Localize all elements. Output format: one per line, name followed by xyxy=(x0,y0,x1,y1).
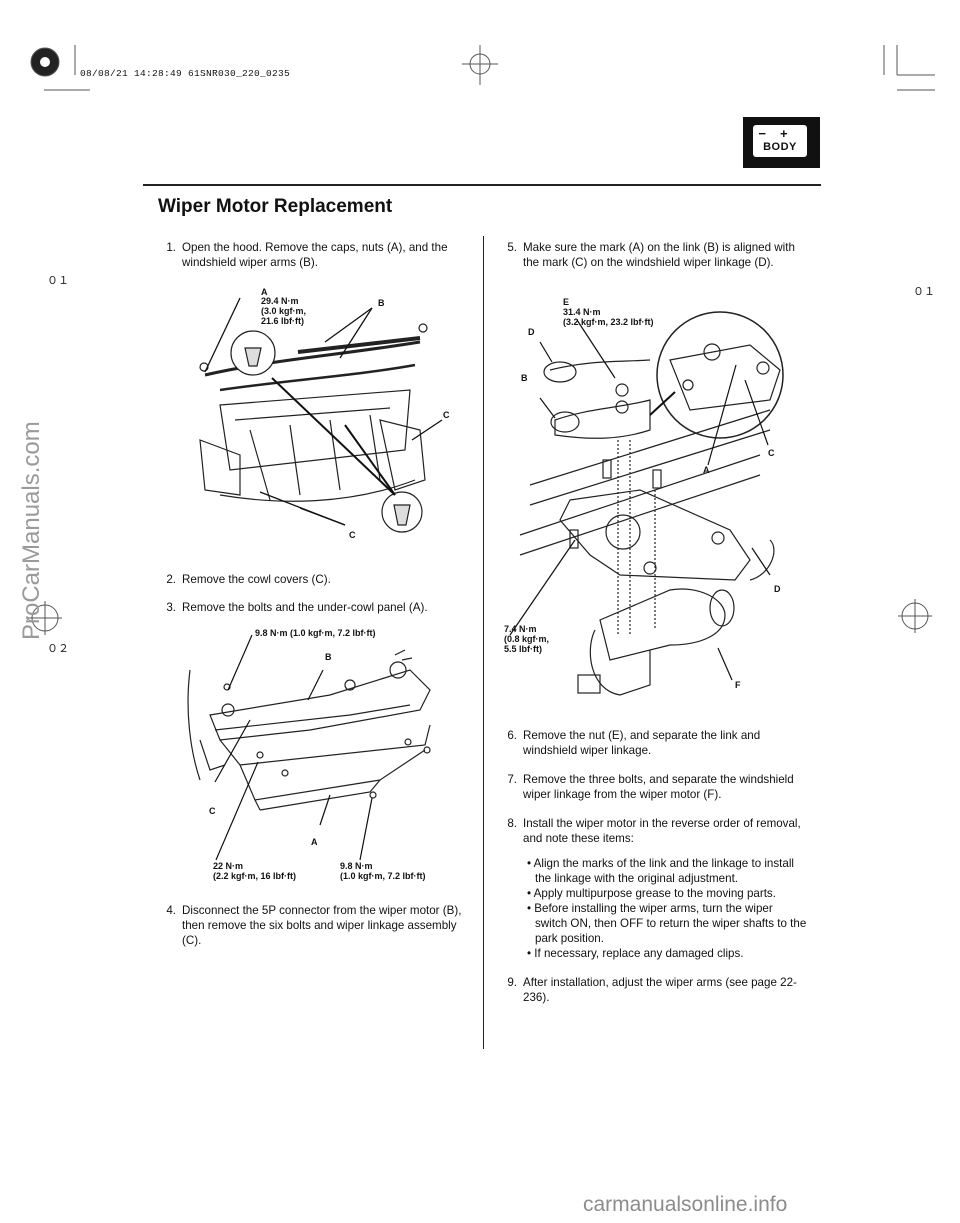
step-number: 9. xyxy=(507,976,517,989)
step-text: Open the hood. Remove the caps, nuts (A)… xyxy=(182,241,448,269)
step8-bullet-list: • Align the marks of the link and the li… xyxy=(523,856,808,961)
step-text: Remove the bolts and the under-cowl pane… xyxy=(182,601,428,614)
fig2-torque-left: 22 N·m (2.2 kgf·m, 16 lbf·ft) xyxy=(213,861,297,881)
step-8: 8. Install the wiper motor in the revers… xyxy=(501,816,801,846)
fig3-torque-bolts: 7.4 N·m (0.8 kgf·m, 5.5 lbf·ft) xyxy=(504,624,550,654)
fig3-label-d-top: D xyxy=(528,327,535,337)
figure-under-cowl-linkage xyxy=(187,634,431,861)
figure-link-motor xyxy=(509,311,784,696)
list-item: • If necessary, replace any damaged clip… xyxy=(527,947,744,960)
fig2-label-a: A xyxy=(311,837,318,847)
fig3-label-c: C xyxy=(768,448,775,458)
fig1-label-a: A xyxy=(261,287,268,297)
fig3-label-f: F xyxy=(735,680,741,690)
step-4: 4. Disconnect the 5P connector from the … xyxy=(160,903,466,948)
step-9: 9. After installation, adjust the wiper … xyxy=(501,975,801,1005)
battery-icon: −+ xyxy=(758,126,802,141)
bullet-text: Before installing the wiper arms, turn t… xyxy=(534,902,807,945)
step-number: 7. xyxy=(507,773,517,786)
step-2: 2. Remove the cowl covers (C). xyxy=(160,572,466,587)
step-text: After installation, adjust the wiper arm… xyxy=(523,976,797,1004)
badge-label: BODY xyxy=(763,141,797,153)
side-watermark: ProCarManuals.com xyxy=(18,421,45,640)
fig1-label-c-bottom: C xyxy=(349,530,356,540)
step-number: 2. xyxy=(166,573,176,586)
step-number: 4. xyxy=(166,904,176,917)
figure-wiper-arms-cowl xyxy=(199,297,443,533)
fig3-label-a: A xyxy=(703,465,710,475)
step-6: 6. Remove the nut (E), and separate the … xyxy=(501,728,801,758)
page-title: Wiper Motor Replacement xyxy=(158,196,393,217)
step-7: 7. Remove the three bolts, and separate … xyxy=(501,772,801,802)
step-text: Remove the cowl covers (C). xyxy=(182,573,331,586)
fig2-torque-right: 9.8 N·m (1.0 kgf·m, 7.2 lbf·ft) xyxy=(340,861,426,881)
list-item: • Align the marks of the link and the li… xyxy=(527,857,795,885)
fig2-label-b: B xyxy=(325,652,332,662)
fig1-label-c-right: C xyxy=(443,410,450,420)
step-text: Make sure the mark (A) on the link (B) i… xyxy=(523,241,795,269)
footer-watermark: carmanualsonline.info xyxy=(583,1193,788,1216)
bullet-text: Apply multipurpose grease to the moving … xyxy=(533,887,776,900)
bullet-text: If necessary, replace any damaged clips. xyxy=(534,947,744,960)
fig3-torque-e: 31.4 N·m (3.2 kgf·m, 23.2 lbf·ft) xyxy=(563,307,654,327)
step-1: 1. Open the hood. Remove the caps, nuts … xyxy=(160,240,466,270)
step-text: Remove the three bolts, and separate the… xyxy=(523,773,794,801)
header-rule xyxy=(143,184,821,186)
step-3: 3. Remove the bolts and the under-cowl p… xyxy=(160,600,466,615)
fig3-label-e: E xyxy=(563,297,570,307)
list-item: • Before installing the wiper arms, turn… xyxy=(527,902,807,945)
step-text: Remove the nut (E), and separate the lin… xyxy=(523,729,761,757)
body-section-badge: −+ BODY xyxy=(743,117,820,168)
step-text: Install the wiper motor in the reverse o… xyxy=(523,817,801,845)
step-number: 3. xyxy=(166,601,176,614)
bullet-text: Align the marks of the link and the link… xyxy=(533,857,795,885)
fig3-label-b: B xyxy=(521,373,528,383)
side-mark-left-top: ０１ xyxy=(47,276,69,288)
step-5: 5. Make sure the mark (A) on the link (B… xyxy=(501,240,801,270)
fig2-torque-top: 9.8 N·m (1.0 kgf·m, 7.2 lbf·ft) xyxy=(255,628,376,638)
fig2-label-c: C xyxy=(209,806,216,816)
column-divider xyxy=(483,236,484,1049)
fig3-label-d-bottom: D xyxy=(774,584,781,594)
step-number: 1. xyxy=(166,241,176,254)
fig1-torque-a: 29.4 N·m (3.0 kgf·m, 21.6 lbf·ft) xyxy=(261,296,307,326)
step-number: 8. xyxy=(507,817,517,830)
fig1-label-b: B xyxy=(378,298,385,308)
side-mark-left-bottom: ０２ xyxy=(47,644,69,656)
print-timestamp: 08/08/21 14:28:49 61SNR030_220_0235 xyxy=(80,68,291,79)
step-number: 5. xyxy=(507,241,517,254)
step-number: 6. xyxy=(507,729,517,742)
step-text: Disconnect the 5P connector from the wip… xyxy=(182,904,462,947)
side-mark-right-top: ０１ xyxy=(913,287,935,299)
list-item: • Apply multipurpose grease to the movin… xyxy=(527,887,776,900)
